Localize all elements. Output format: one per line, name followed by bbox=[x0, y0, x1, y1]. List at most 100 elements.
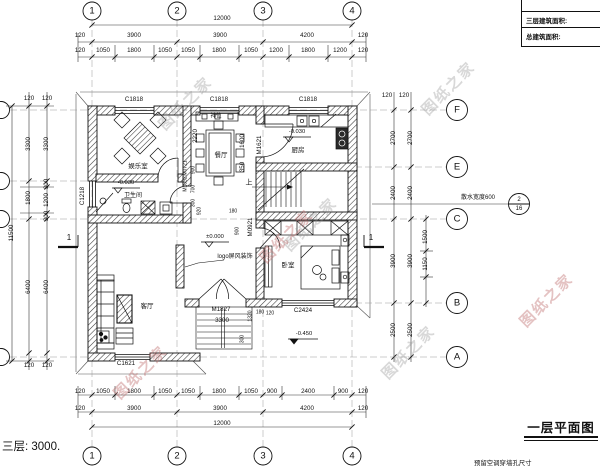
grid-bubble-label: 4 bbox=[349, 450, 355, 462]
windows bbox=[89, 107, 334, 360]
dim-label: 1800 bbox=[212, 387, 226, 395]
dim-label: 2220 bbox=[191, 129, 199, 143]
section-mark-label: 1 bbox=[368, 233, 374, 242]
grid-bubble-label: C bbox=[453, 213, 461, 225]
dim-label: 12000 bbox=[213, 14, 231, 22]
dim-label: 3900 bbox=[127, 404, 141, 412]
apron-lines bbox=[75, 91, 371, 375]
grid-bubble-label: 2 bbox=[174, 5, 180, 17]
dim-label: 120 bbox=[265, 310, 275, 317]
dim-label: 1500 bbox=[421, 230, 429, 244]
dim-label: 120 bbox=[74, 387, 86, 395]
dim-label: 1050 bbox=[96, 46, 110, 54]
dim-label: 6400 bbox=[42, 280, 50, 294]
dim-label: 2400 bbox=[301, 387, 315, 395]
dim-label: 1050 bbox=[181, 387, 195, 395]
grid-bubble-label: A bbox=[453, 351, 461, 363]
entry-steps bbox=[195, 306, 253, 350]
dim-label: 920 bbox=[196, 206, 203, 216]
bottom-right-note: 预留空调穿墙孔尺寸 bbox=[474, 460, 532, 467]
dim-label: 1800 bbox=[127, 387, 141, 395]
area-table: 三层建筑面积: 总建筑面积: bbox=[521, 0, 600, 47]
dim-label: 120 bbox=[357, 31, 369, 39]
dim-label: 120 bbox=[74, 31, 86, 39]
section-marks bbox=[58, 235, 384, 249]
room-label: 卧室 bbox=[281, 261, 295, 269]
stair-up-label: 上 bbox=[245, 179, 253, 187]
dim-label: 4200 bbox=[300, 404, 314, 412]
apron-annotation: 散水宽度600 bbox=[460, 195, 496, 201]
dim-label: 120 bbox=[74, 404, 86, 412]
room-label: 卫生间 bbox=[123, 193, 143, 199]
floor-height-note: 三层: 3000. bbox=[2, 441, 61, 453]
dim-label: 120 bbox=[357, 387, 369, 395]
dim-label: 6400 bbox=[24, 280, 32, 294]
dim-label: 1800 bbox=[212, 46, 226, 54]
dim-label: 3900 bbox=[213, 31, 227, 39]
shrine-label: 神位 bbox=[210, 113, 222, 120]
dim-label: 12000 bbox=[213, 419, 231, 427]
dim-label: 2500 bbox=[389, 323, 397, 337]
bedroom-furniture bbox=[264, 220, 350, 290]
staircase bbox=[252, 168, 305, 211]
section-mark-label: 1 bbox=[66, 233, 72, 242]
dining-furniture bbox=[195, 111, 245, 186]
grid-bubble-circles bbox=[0, 1, 530, 466]
dim-label: 3900 bbox=[406, 254, 414, 268]
dim-label: 120 bbox=[41, 94, 53, 102]
dim-label: 300 bbox=[190, 198, 197, 208]
dim-label: 120 bbox=[357, 404, 369, 412]
dim-label: 3300 bbox=[215, 316, 229, 324]
level-label: -0.450 bbox=[295, 331, 313, 338]
dim-label: 1050 bbox=[96, 387, 110, 395]
dim-label: 1050 bbox=[244, 46, 258, 54]
window-label: C1818 bbox=[209, 95, 229, 103]
grid-axes bbox=[10, 20, 446, 447]
room-label: 厨房 bbox=[291, 146, 305, 154]
dim-label: 4200 bbox=[300, 31, 314, 39]
door-label: M1092 bbox=[182, 176, 189, 192]
dim-label: 700 bbox=[190, 184, 197, 194]
dim-label: 1200 bbox=[269, 46, 283, 54]
dim-label: 120 bbox=[357, 46, 369, 54]
window-label: C1818 bbox=[298, 95, 318, 103]
dim-label: 900 bbox=[234, 226, 241, 236]
window-label: C1621 bbox=[116, 359, 136, 367]
dim-label: 3300 bbox=[24, 137, 32, 151]
dim-label: 350 bbox=[238, 161, 246, 173]
dim-label: 900 bbox=[266, 387, 278, 395]
level-markers bbox=[112, 136, 318, 345]
dim-label: 1800 bbox=[127, 46, 141, 54]
dim-label: 300 bbox=[42, 178, 50, 190]
dim-label: 900 bbox=[190, 165, 197, 175]
doors bbox=[157, 123, 294, 300]
dim-label: 120 bbox=[398, 91, 410, 99]
dim-label: 120 bbox=[74, 46, 86, 54]
dim-label: 1800 bbox=[24, 191, 32, 205]
dim-label: 180 bbox=[228, 208, 238, 215]
dim-label: 11500 bbox=[7, 224, 15, 242]
dim-label: 120 bbox=[381, 91, 393, 99]
dim-label: 1150 bbox=[421, 257, 429, 271]
dim-label: 3900 bbox=[389, 254, 397, 268]
living-furniture bbox=[96, 274, 134, 350]
drawing-title-block: 一层平面图 bbox=[523, 417, 599, 441]
dim-label: 1600 bbox=[238, 134, 246, 148]
level-label: -0.030 bbox=[117, 180, 135, 187]
dim-label: 3900 bbox=[213, 404, 227, 412]
grid-bubble-label: 3 bbox=[260, 450, 266, 462]
dim-label: 900 bbox=[337, 387, 349, 395]
window-label: C1818 bbox=[124, 95, 144, 103]
grid-bubble-label: 4 bbox=[349, 5, 355, 17]
mahjong-table bbox=[113, 111, 167, 165]
grid-bubble-label: E bbox=[453, 161, 461, 173]
dim-label: 300 bbox=[42, 210, 50, 222]
dim-label: 1050 bbox=[158, 387, 172, 395]
room-label: 餐厅 bbox=[214, 151, 228, 159]
kitchen-fixtures bbox=[264, 113, 349, 150]
dim-label: 1800 bbox=[301, 46, 315, 54]
level-label: ±0.000 bbox=[206, 234, 224, 241]
grid-bubble-label: F bbox=[454, 104, 460, 116]
